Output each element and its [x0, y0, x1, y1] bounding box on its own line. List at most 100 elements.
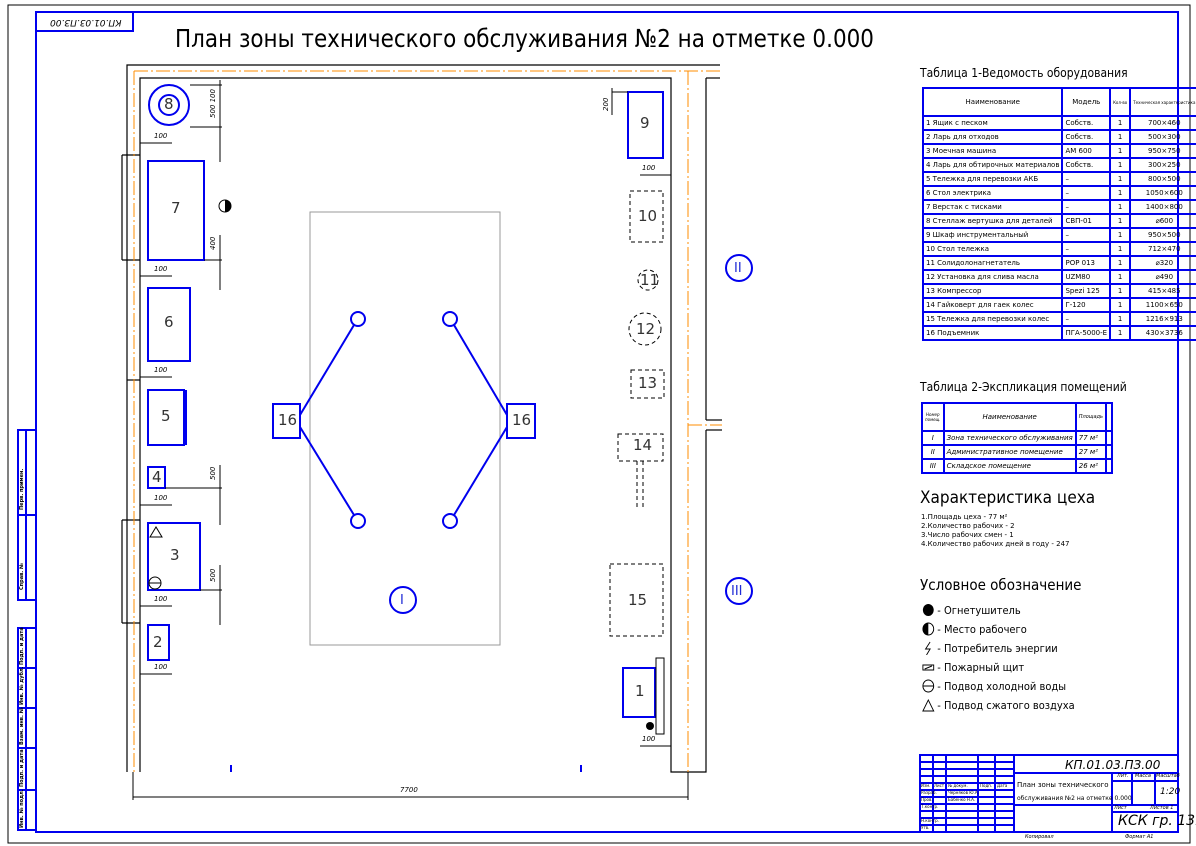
title-block-col: № докум. — [948, 783, 968, 788]
role-label: Разраб. — [921, 790, 937, 795]
header-empty — [1104, 402, 1113, 432]
table-cell: – — [1061, 311, 1112, 327]
axis-ticks — [230, 765, 582, 772]
table-cell: 1 — [1109, 171, 1132, 187]
dim-label: 100 — [154, 595, 168, 603]
table-cell: 1 Ящик с песком — [921, 115, 1064, 131]
dim-label: 500 — [209, 568, 217, 582]
table-cell: 10 Стол тележка — [921, 241, 1064, 257]
fire-board — [655, 657, 665, 735]
table-cell: ⌀600 — [1129, 213, 1196, 229]
legend-item: - Подвод холодной воды — [922, 679, 1066, 693]
fire-board-icon — [922, 664, 935, 671]
title-block-name-2: обслуживания №2 на отметке 0.000 — [1017, 795, 1132, 802]
table-cell: – — [1061, 185, 1112, 201]
lift-16 — [272, 311, 536, 529]
table2-title: Таблица 2-Экспликация помещений — [920, 380, 1127, 394]
side-stamp — [17, 429, 37, 831]
table-cell: 7 Верстак с тисками — [921, 199, 1064, 215]
side-stamp-text: Справ. № — [19, 563, 25, 590]
equipment-15-label: 15 — [628, 591, 648, 609]
header-name: Наименование — [942, 402, 1077, 432]
room-I-label: I — [400, 593, 404, 608]
side-stamp-text: Взам. инв. № — [19, 707, 25, 745]
table-cell: Г-120 — [1061, 297, 1112, 313]
table-cell: 1 — [1109, 213, 1132, 229]
legend-item: - Подвод сжатого воздуха — [922, 698, 1075, 712]
table-cell: 14 Гайковерт для гаек колес — [921, 297, 1064, 313]
equipment-12-label: 12 — [636, 320, 656, 338]
axis-lines — [133, 70, 722, 800]
dim-label: 100 — [154, 663, 168, 671]
role-label: Утв. — [921, 825, 930, 830]
walls — [121, 64, 722, 773]
fire-extinguisher-icon — [922, 604, 934, 616]
drawing-title: План зоны технического обслуживания №2 н… — [175, 24, 874, 53]
table-cell: 800×500 — [1129, 171, 1196, 187]
overall-dimension-label: 7700 — [400, 786, 418, 794]
table-cell: 1 — [1109, 227, 1132, 243]
table-cell: POP 013 — [1061, 255, 1112, 271]
room-II-label: II — [734, 261, 742, 276]
dim-label: 400 — [209, 236, 217, 250]
table-cell: 12 Установка для слива масла — [921, 269, 1064, 285]
table-cell: I — [921, 430, 945, 446]
table-cell: 500×300 — [1129, 129, 1196, 145]
checker-name: Бабенко Н.А. — [948, 797, 976, 802]
table-cell: Собств. — [1061, 129, 1112, 145]
dim-label: 100 — [154, 265, 168, 273]
header-name: Наименование — [921, 87, 1064, 117]
title-block-col: Лист — [934, 783, 945, 788]
fire-extinguisher-icon — [646, 722, 654, 730]
equipment-5-label: 5 — [161, 407, 171, 425]
equipment-7-label: 7 — [171, 199, 181, 217]
title-block-lit: Лит. — [1117, 773, 1129, 779]
table-cell: 950×500 — [1129, 227, 1196, 243]
table-cell: 16 Подъемник — [921, 325, 1064, 341]
dim-label: 200 — [602, 97, 610, 111]
equipment-11-label: 11 — [640, 271, 660, 289]
legend-item: - Потребитель энергии — [922, 641, 1058, 655]
table-cell: 1100×650 — [1129, 297, 1196, 313]
table-cell: 1 — [1109, 241, 1132, 257]
equipment-3-label: 3 — [170, 546, 180, 564]
drawing-frame — [35, 11, 1179, 833]
table-cell: ⌀320 — [1129, 255, 1196, 271]
table-cell — [1104, 458, 1113, 474]
table-cell: – — [1061, 199, 1112, 215]
characteristic-item: 2.Количество рабочих - 2 — [921, 522, 1015, 530]
table-cell: 15 Тележка для перевозки колес — [921, 311, 1064, 327]
table-cell: Зона технического обслуживания — [942, 430, 1077, 446]
header-qty: Кол-во — [1109, 87, 1132, 117]
energy-consumer-icon — [924, 641, 931, 655]
title-block-org: КСК гр. 131 — [1118, 813, 1196, 829]
table-cell: 1 — [1109, 143, 1132, 159]
table-cell: 1 — [1109, 311, 1132, 327]
equipment-4-label: 4 — [152, 468, 162, 486]
table-cell: 1 — [1109, 115, 1132, 131]
table-cell: 27 м² — [1074, 444, 1107, 460]
table-cell: 9 Шкаф инструментальный — [921, 227, 1064, 243]
side-stamp-text: Инв. № подл. — [19, 789, 25, 828]
side-stamp-text: Инв. № дубл. — [19, 666, 25, 705]
table-cell: 2 Ларь для отходов — [921, 129, 1064, 145]
dim-label: 100 — [642, 164, 656, 172]
table-header-row: Номер помещ. Наименование Площадь — [921, 402, 1113, 432]
title-block-col: Подп. — [980, 783, 993, 788]
role-label: Пров. — [921, 797, 933, 802]
compressed-air-icon — [922, 698, 935, 712]
dim-label: 500 100 — [209, 89, 217, 118]
role-label: Н.контр. — [921, 818, 939, 823]
title-block-mass: Масса — [1135, 773, 1151, 779]
table1-title: Таблица 1-Ведомость оборудования — [920, 66, 1128, 80]
table-cell: 11 Солидолонагнетатель — [921, 255, 1064, 271]
table-cell: АМ 600 — [1061, 143, 1112, 159]
dim-label: 100 — [154, 494, 168, 502]
equipment-9-label: 9 — [640, 114, 650, 132]
